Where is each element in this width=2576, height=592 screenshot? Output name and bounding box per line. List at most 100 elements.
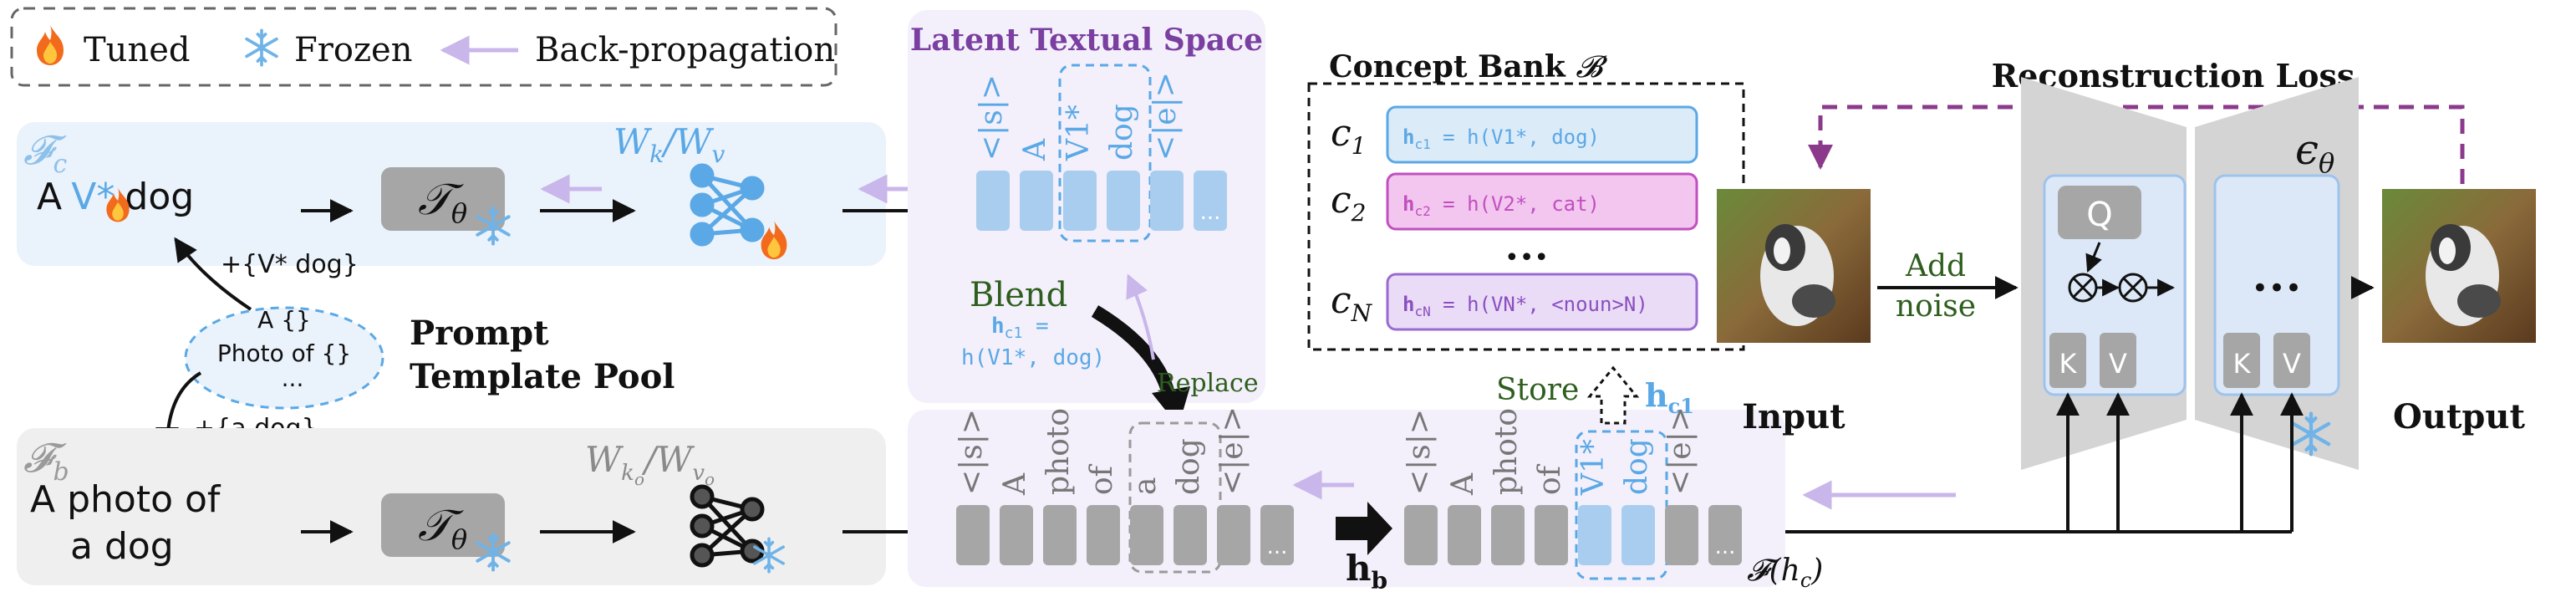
value-box-1 — [2100, 333, 2136, 388]
add-noise-label-2: noise — [1896, 289, 1976, 324]
token-box — [1448, 505, 1481, 565]
token-box — [1173, 505, 1207, 565]
token-label: <|e|> — [1663, 406, 1698, 495]
blend-eq-2: h(V1*, dog) — [961, 345, 1105, 370]
replace-label: Replace — [1157, 369, 1259, 398]
token-label: ... — [1200, 200, 1221, 225]
token-label: A — [998, 472, 1032, 496]
concept-bank-title: Concept Bank 𝓑 — [1329, 49, 1607, 84]
unet-ellipsis: ••• — [2252, 272, 2302, 305]
token-label: <|s|> — [1403, 409, 1437, 495]
token-label: dog — [1172, 438, 1206, 495]
snowflake-icon — [245, 28, 278, 67]
legend-tuned: Tuned — [84, 31, 190, 69]
concept-row — [1386, 105, 1698, 164]
key-box-2 — [2223, 333, 2260, 388]
hb-label: hb — [1346, 548, 1387, 592]
blend-eq-1: hc1 = — [991, 314, 1049, 342]
text-encoder-b-label: 𝒯θ — [418, 501, 467, 555]
key-label-1: K — [2059, 348, 2078, 380]
token-box — [1491, 505, 1525, 565]
blend-arrow — [1091, 305, 1177, 403]
prompt-pool-title-2: Template Pool — [410, 357, 675, 396]
concept-index: c2 — [1331, 179, 1366, 227]
token-label: ... — [1715, 534, 1736, 559]
value-box-2 — [2273, 333, 2310, 388]
store-h-label: hc1 — [1645, 376, 1694, 418]
token-box — [1087, 505, 1120, 565]
token-label: dog — [1620, 438, 1654, 495]
concept-row-text: hcN = h(VN*, <noun>N) — [1403, 293, 1648, 319]
key-label-2: K — [2233, 348, 2252, 380]
token-label: of — [1085, 463, 1119, 495]
token-label: <|s|> — [955, 409, 989, 495]
branch-b-prompt-2: a dog — [70, 525, 174, 568]
branch-b-symbol: 𝓕b — [23, 435, 69, 487]
concept-row — [1386, 273, 1698, 331]
token-label: ... — [1267, 534, 1288, 559]
key-box-1 — [2049, 333, 2086, 388]
token-label: V1* — [1061, 105, 1096, 161]
token-box — [1130, 505, 1163, 565]
template-2: Photo of {} — [217, 339, 351, 367]
query-box — [2058, 186, 2141, 239]
branch-b-prompt-1: A photo of — [30, 478, 221, 521]
concept-bank-ellipsis: ••• — [1504, 243, 1549, 273]
replace-arrow — [1126, 273, 1155, 360]
concept-row-text: hc2 = h(V2*, cat) — [1403, 192, 1600, 219]
concept-row-text: hc1 = h(V1*, dog) — [1403, 125, 1600, 152]
token-box — [1621, 505, 1655, 565]
value-label-1: V — [2109, 348, 2127, 380]
blend-label: Blend — [970, 276, 1067, 314]
token-box — [1150, 171, 1184, 231]
flame-icon — [37, 25, 64, 65]
store-label: Store — [1496, 373, 1579, 407]
token-box — [1194, 171, 1227, 231]
token-box — [1063, 171, 1097, 231]
attention-weights-c-icon — [690, 163, 765, 247]
token-highlight-top — [1058, 64, 1152, 242]
token-box — [1043, 505, 1077, 565]
token-box — [1535, 505, 1568, 565]
token-box — [1260, 505, 1294, 565]
conditioning-lines — [1785, 392, 2304, 533]
legend-backprop: Back-propagation — [535, 31, 835, 69]
prompt-template-pool: A {} Photo of {} ... Prompt Template Poo… — [184, 306, 675, 410]
f-hc-label: 𝓕(hc) — [1747, 554, 1823, 592]
output-dog-image — [2426, 224, 2501, 326]
token-box — [1708, 505, 1742, 565]
hb-arrow — [1336, 502, 1392, 555]
token-label: photo — [1489, 408, 1524, 495]
token-label: <|e|> — [1215, 406, 1250, 495]
legend: Tuned Frozen Back-propagation — [10, 7, 837, 87]
epsilon-theta: ϵθ — [2295, 125, 2334, 179]
output-label: Output — [2393, 397, 2525, 436]
template-3: ... — [282, 365, 304, 392]
token-highlight-a-dog — [1128, 421, 1222, 574]
concept-row — [1386, 172, 1698, 231]
token-label: of — [1533, 463, 1567, 495]
attention-weights-b-icon — [690, 484, 765, 568]
fill-label-c: +{V* dog} — [221, 250, 359, 279]
token-box — [956, 505, 990, 565]
prompt-pool-title-1: Prompt — [410, 314, 549, 353]
token-label: A — [1446, 472, 1480, 496]
token-box — [1665, 505, 1698, 565]
input-dog-image — [1760, 224, 1835, 326]
token-label: V1* — [1576, 439, 1611, 496]
query-label: Q — [2086, 196, 2112, 234]
concept-index: cN — [1331, 279, 1373, 327]
token-highlight-v-dog — [1575, 430, 1668, 580]
token-label: A — [1018, 138, 1052, 161]
store-arrow — [1586, 365, 1640, 425]
input-label: Input — [1742, 397, 1845, 436]
token-box — [976, 171, 1010, 231]
token-box — [1000, 505, 1033, 565]
weight-c-label: Wk/Wv — [613, 121, 725, 168]
token-box — [1217, 505, 1250, 565]
token-label: dog — [1105, 104, 1139, 161]
